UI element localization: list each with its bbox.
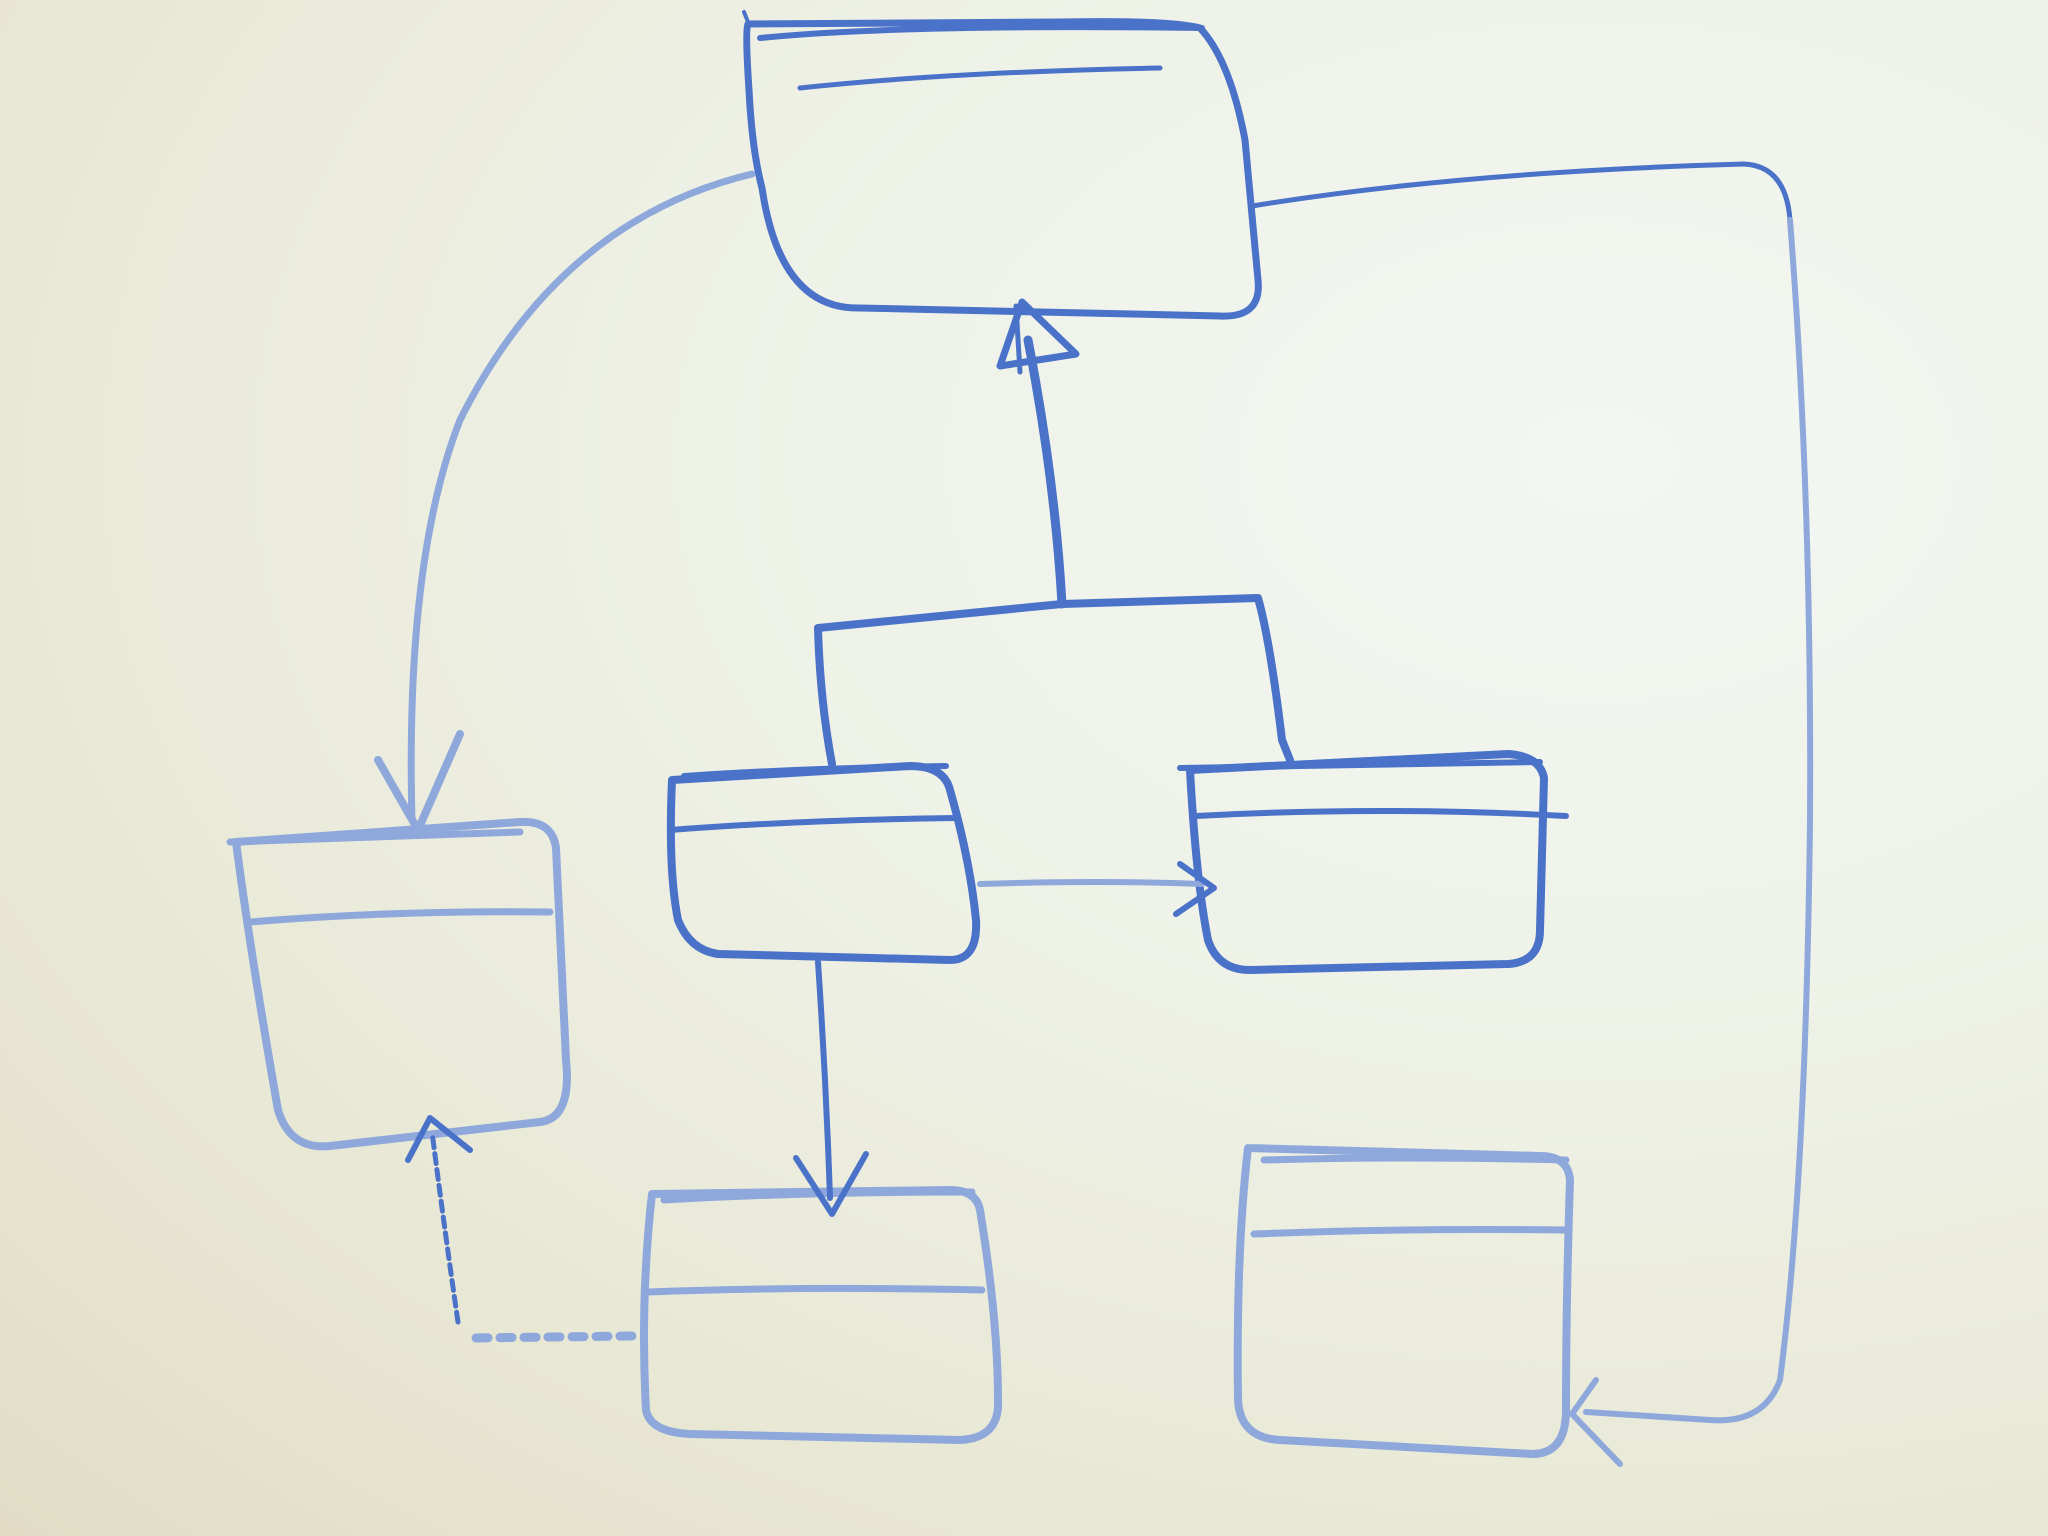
edge-centerleft-to-bottomleft (793, 959, 869, 1217)
far-left-box (226, 817, 571, 1151)
middle-box (814, 594, 1294, 768)
bottom-left-box (640, 1186, 1003, 1444)
edge-top-to-farleft (374, 170, 756, 834)
edge-centerleft-to-centerright (977, 861, 1217, 917)
edge-top-to-bottomright (1249, 161, 1814, 1467)
top-box (742, 10, 1262, 320)
center-left-box (666, 762, 981, 964)
center-right-box (1177, 750, 1569, 974)
edge-middle-to-top (996, 298, 1080, 609)
edge-bottomleft-to-farleft-dashed (405, 1115, 637, 1343)
bottom-right-box (1233, 1144, 1574, 1458)
